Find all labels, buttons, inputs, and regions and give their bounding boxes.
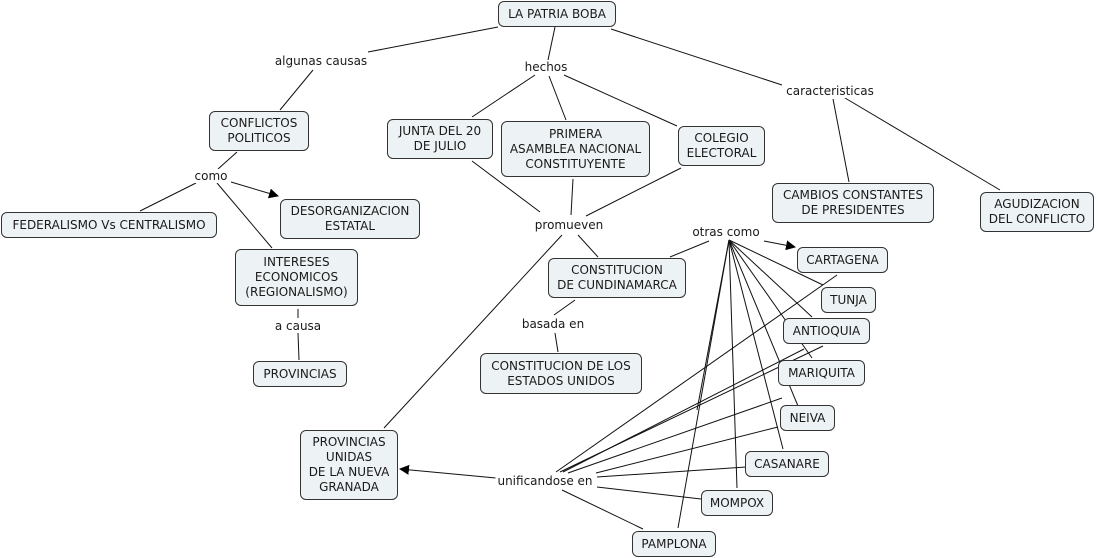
link [555,274,838,473]
concept-la-patria-boba[interactable]: LA PATRIA BOBA [498,1,616,27]
link [230,181,279,199]
link [471,74,536,118]
link [548,75,567,121]
concept-mompox[interactable]: MOMPOX [701,490,773,516]
concept-agudizacion-conflicto[interactable]: AGUDIZACION DEL CONFLICTO [980,192,1094,232]
link [696,239,730,411]
link [554,332,559,353]
link [279,69,314,111]
concept-neiva[interactable]: NEIVA [780,405,835,431]
link [561,489,644,530]
link-label-basada-en: basada en [519,317,587,331]
link [728,239,784,450]
link [728,239,813,318]
concept-cartagena[interactable]: CARTAGENA [797,247,888,273]
link [596,466,747,478]
link [383,234,563,429]
link [596,486,702,500]
concept-colegio-electoral[interactable]: COLEGIO ELECTORAL [678,126,765,166]
concept-junta-20-julio[interactable]: JUNTA DEL 20 DE JULIO [387,119,493,159]
link [553,299,576,316]
concept-conflictos-politicos[interactable]: CONFLICTOS POLITICOS [209,111,309,151]
link [577,234,599,258]
link-label-hechos: hechos [522,60,570,74]
link [677,239,730,529]
link [728,239,824,286]
concept-pamplona[interactable]: PAMPLONA [632,531,716,557]
link [728,239,738,489]
concept-tunja[interactable]: TUNJA [821,287,876,313]
concept-provincias[interactable]: PROVINCIAS [253,361,347,387]
link-label-unificandose-en: unificandose en [495,474,595,488]
link [139,182,197,212]
concept-antioquia[interactable]: ANTIOQUIA [783,318,870,344]
concept-constitucion-eeuu[interactable]: CONSTITUCION DE LOS ESTADOS UNIDOS [480,353,642,394]
concept-casanare[interactable]: CASANARE [745,451,829,477]
link [610,28,783,86]
link [217,151,238,170]
concept-primera-asamblea[interactable]: PRIMERA ASAMBLEA NACIONAL CONSTITUYENTE [501,121,650,177]
link-label-como: como [192,169,230,183]
link [832,98,850,183]
link [367,26,499,53]
link-label-otras-como: otras como [690,225,762,239]
link-label-a-causa: a causa [272,319,324,333]
link [399,464,497,479]
concept-desorganizacion-estatal[interactable]: DESORGANIZACION ESTATAL [280,199,420,239]
link [563,74,678,127]
link [844,97,1001,191]
concept-constitucion-cundinamarca[interactable]: CONSTITUCION DE CUNDINAMARCA [548,258,686,298]
link [570,178,574,216]
link-label-algunas-causas: algunas causas [272,54,370,68]
link [297,332,300,361]
link [567,397,783,474]
link [595,426,779,474]
link [547,26,556,61]
link-label-promueven: promueven [532,218,606,232]
link [471,160,541,213]
link [763,240,796,251]
concept-cambios-presidentes[interactable]: CAMBIOS CONSTANTES DE PRESIDENTES [772,183,934,223]
concept-mariquita[interactable]: MARIQUITA [778,360,865,386]
link [669,240,710,258]
link [585,167,682,217]
concept-provincias-unidas[interactable]: PROVINCIAS UNIDAS DE LA NUEVA GRANADA [300,430,398,500]
concept-federalismo-vs-centralismo[interactable]: FEDERALISMO Vs CENTRALISMO [1,212,217,238]
link-label-caracteristicas: caracteristicas [784,84,876,98]
concept-intereses-economicos[interactable]: INTERESES ECONOMICOS (REGIONALISMO) [235,249,358,306]
link [216,182,273,249]
link [562,348,805,473]
